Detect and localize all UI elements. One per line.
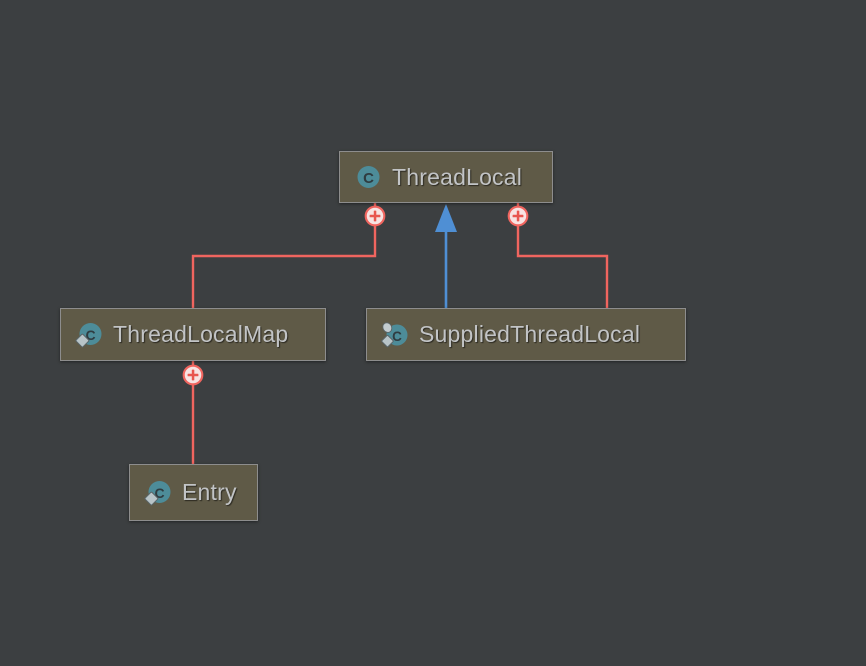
static-modifier-diamond-icon xyxy=(381,334,394,347)
svg-text:C: C xyxy=(154,485,164,501)
nested-class-plus-badge-entry[interactable] xyxy=(182,364,204,386)
static-nested-class-icon: C xyxy=(144,479,172,507)
class-node-threadlocalmap[interactable]: C ThreadLocalMap xyxy=(60,308,326,361)
class-node-label: ThreadLocalMap xyxy=(113,321,289,347)
inheritance-arrowhead-icon xyxy=(435,204,457,232)
svg-text:C: C xyxy=(85,327,95,343)
static-modifier-diamond-icon xyxy=(75,333,90,347)
class-icon: C xyxy=(354,163,382,191)
private-static-nested-class-icon: C xyxy=(381,321,409,349)
edge-threadlocal-to-threadlocalmap xyxy=(191,203,377,308)
nested-class-plus-badge-left[interactable] xyxy=(364,205,386,227)
class-node-suppliedthreadlocal[interactable]: C SuppliedThreadLocal xyxy=(366,308,686,361)
class-node-threadlocal[interactable]: C ThreadLocal xyxy=(339,151,553,203)
static-modifier-diamond-icon xyxy=(144,491,159,505)
class-node-label: SuppliedThreadLocal xyxy=(419,321,641,347)
svg-text:C: C xyxy=(363,170,374,187)
static-nested-class-icon: C xyxy=(75,321,103,349)
svg-text:C: C xyxy=(392,329,402,344)
class-node-label: ThreadLocal xyxy=(392,163,523,190)
edge-threadlocal-to-suppliedthreadlocal xyxy=(516,203,609,308)
class-node-label: Entry xyxy=(182,479,237,505)
class-node-entry[interactable]: C Entry xyxy=(129,464,258,521)
private-modifier-lock-icon xyxy=(382,321,393,333)
nested-class-plus-badge-right[interactable] xyxy=(507,205,529,227)
